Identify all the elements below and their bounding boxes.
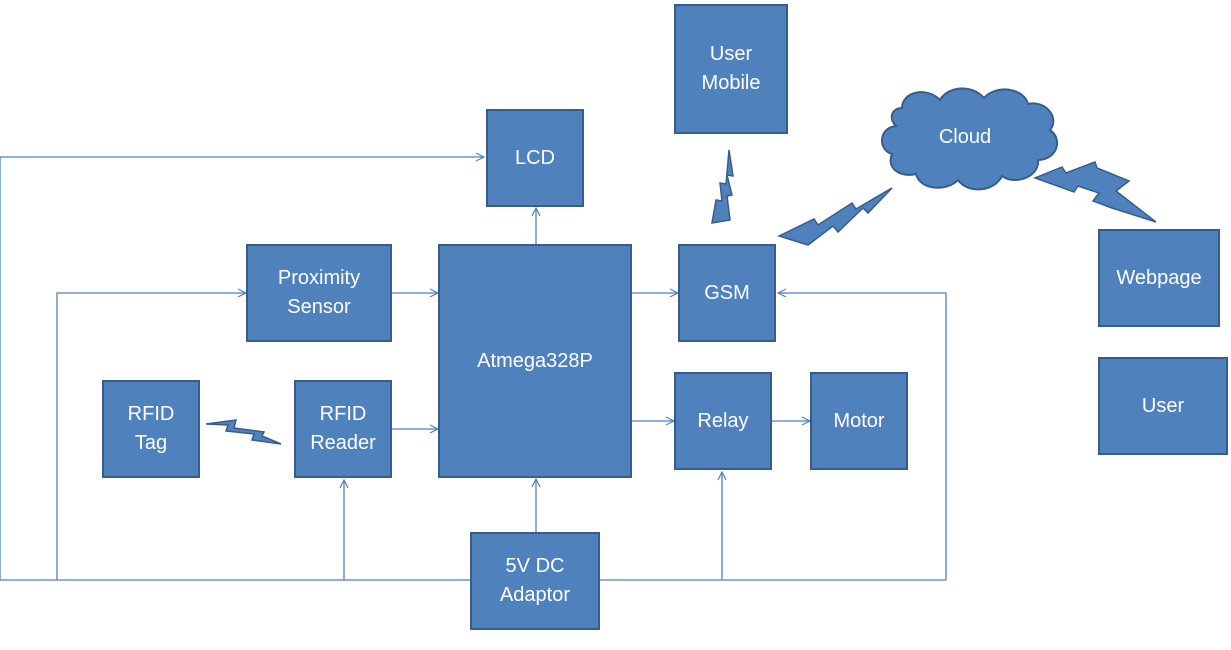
- webpage-block: Webpage: [1098, 229, 1220, 327]
- lightning-bolt-icon: [205, 419, 282, 445]
- lcd-block: LCD: [486, 109, 584, 207]
- atmega328p-block: Atmega328P: [438, 244, 632, 478]
- relay-block: Relay: [674, 372, 772, 470]
- 5v-dc-adaptor-block: 5V DC Adaptor: [470, 532, 600, 630]
- lightning-bolt-icon: [776, 187, 893, 246]
- rfid-tag-block: RFID Tag: [102, 380, 200, 478]
- gsm-block: GSM: [678, 244, 776, 342]
- cloud-icon: [881, 87, 1059, 191]
- cloud-label: Cloud: [938, 126, 992, 148]
- lightning-bolt-icon: [711, 149, 734, 224]
- power-to-relay-line: [600, 293, 947, 581]
- user-block: User: [1098, 357, 1228, 455]
- proximity-sensor-block: Proximity Sensor: [246, 244, 392, 342]
- user-mobile-block: User Mobile: [674, 4, 788, 134]
- power-to-proximity-line: [56, 293, 246, 580]
- rfid-reader-block: RFID Reader: [294, 380, 392, 478]
- lightning-bolt-icon: [1032, 161, 1157, 223]
- motor-block: Motor: [810, 372, 908, 470]
- power-bus-line: [0, 157, 484, 581]
